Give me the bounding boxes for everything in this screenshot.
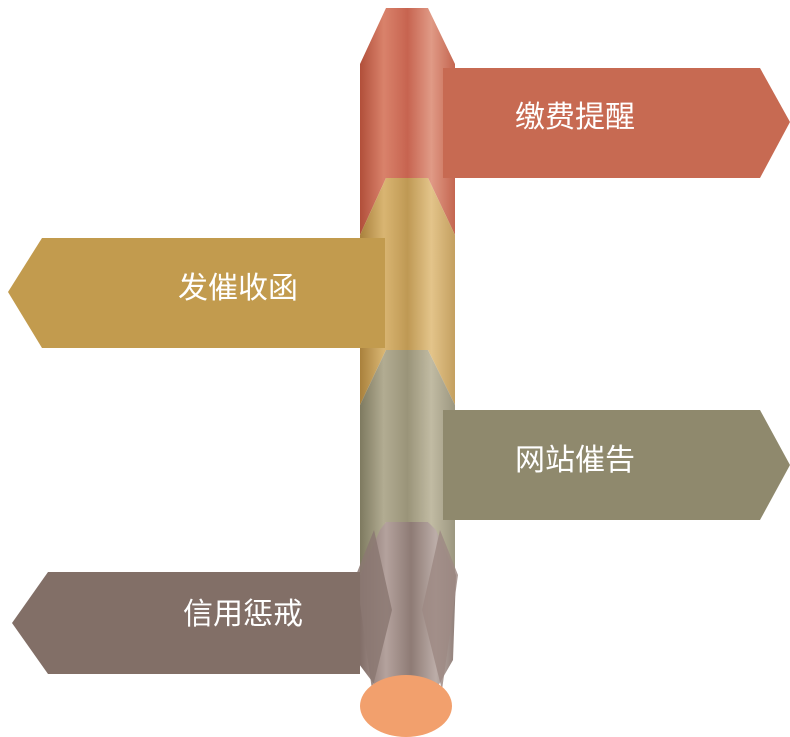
sign-arrow-left bbox=[8, 238, 385, 348]
sign-arrow-right bbox=[443, 68, 790, 178]
sign-arrow-right bbox=[443, 410, 790, 520]
pole-segment-2 bbox=[360, 178, 455, 405]
signpost-pole bbox=[356, 8, 458, 737]
sign-label: 发催收函 bbox=[178, 271, 298, 306]
sign-arrow-left bbox=[12, 572, 360, 674]
sign-label: 信用惩戒 bbox=[183, 597, 303, 632]
pole-base-fin-left bbox=[356, 530, 392, 690]
sign-website-notice: 网站催告 bbox=[443, 410, 790, 520]
pole-base-fin-right bbox=[422, 530, 458, 690]
pole-segment-3 bbox=[360, 350, 455, 575]
pole-segment-1 bbox=[360, 8, 455, 235]
sign-credit-penalty: 信用惩戒 bbox=[12, 572, 360, 674]
sign-label: 网站催告 bbox=[515, 443, 635, 478]
sign-payment-reminder: 缴费提醒 bbox=[443, 68, 790, 178]
pole-base bbox=[360, 675, 452, 737]
sign-label: 缴费提醒 bbox=[515, 100, 635, 135]
sign-collection-letter: 发催收函 bbox=[8, 238, 385, 348]
